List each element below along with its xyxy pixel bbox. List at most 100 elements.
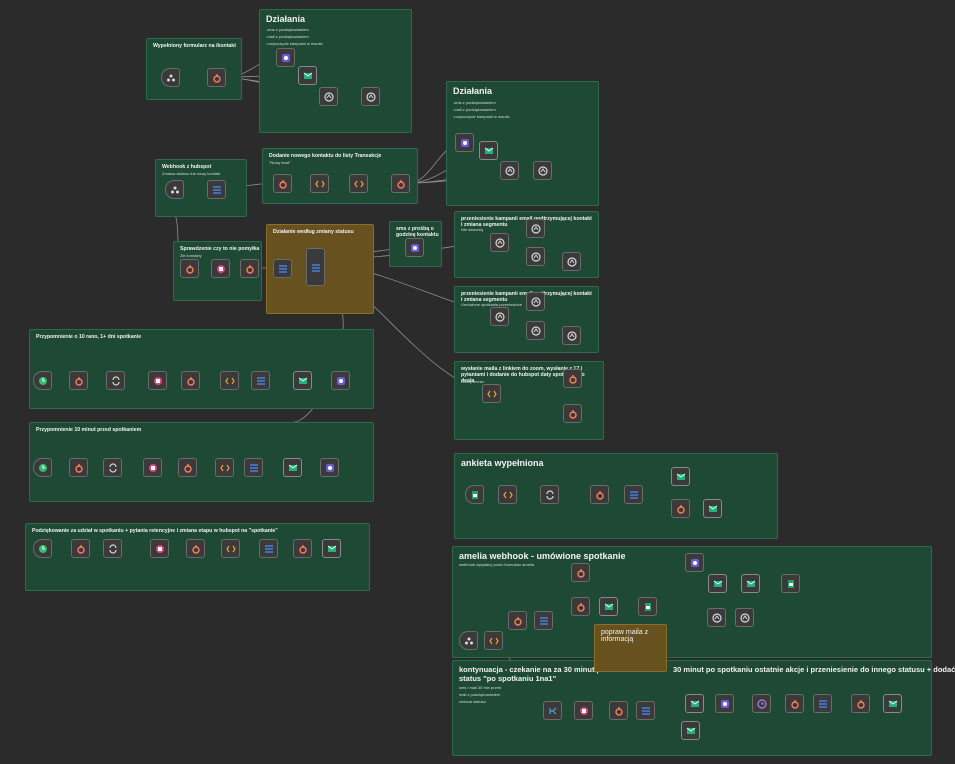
mautic-node[interactable] xyxy=(500,161,519,180)
mautic-node[interactable] xyxy=(562,326,581,345)
switch-node[interactable] xyxy=(259,539,278,558)
hubspot-node[interactable] xyxy=(571,563,590,582)
hubspot-node[interactable] xyxy=(571,597,590,616)
switch-node[interactable] xyxy=(813,694,832,713)
mail-node[interactable] xyxy=(322,539,341,558)
hubspot-icon xyxy=(186,265,194,274)
stop-node[interactable] xyxy=(574,701,593,720)
switch-node[interactable] xyxy=(251,371,270,390)
sticky-form-contact[interactable]: Wypełniony formularz na /kontakt xyxy=(146,38,242,100)
hubspot-node[interactable] xyxy=(671,499,690,518)
hubspot-node[interactable] xyxy=(273,174,292,193)
hubspot-node[interactable] xyxy=(207,68,226,87)
mautic-node[interactable] xyxy=(562,252,581,271)
mautic-node[interactable] xyxy=(526,219,545,238)
sms-node[interactable] xyxy=(276,48,295,67)
hubspot-node[interactable] xyxy=(563,369,582,388)
switch-node[interactable] xyxy=(624,485,643,504)
switch-node[interactable] xyxy=(636,701,655,720)
stop-node[interactable] xyxy=(148,371,167,390)
loop-node[interactable] xyxy=(540,485,559,504)
stop-node[interactable] xyxy=(150,539,169,558)
sms-node[interactable] xyxy=(405,238,424,257)
switch-node[interactable] xyxy=(207,180,226,199)
stop-node[interactable] xyxy=(143,458,162,477)
hubspot-node[interactable] xyxy=(851,694,870,713)
mail-node[interactable] xyxy=(293,371,312,390)
if-node[interactable] xyxy=(543,701,562,720)
amelia-trigger[interactable] xyxy=(459,631,478,650)
mautic-node[interactable] xyxy=(526,292,545,311)
loop-node[interactable] xyxy=(103,539,122,558)
hubspot-node[interactable] xyxy=(69,458,88,477)
mail-node[interactable] xyxy=(283,458,302,477)
mail-node[interactable] xyxy=(741,574,760,593)
mautic-node[interactable] xyxy=(526,321,545,340)
mautic-node[interactable] xyxy=(526,247,545,266)
mautic-node[interactable] xyxy=(735,608,754,627)
mail-node[interactable] xyxy=(681,721,700,740)
mail-node[interactable] xyxy=(599,597,618,616)
mail-node[interactable] xyxy=(479,141,498,160)
mautic-node[interactable] xyxy=(707,608,726,627)
mail-node[interactable] xyxy=(708,574,727,593)
hubspot-node[interactable] xyxy=(178,458,197,477)
code-node[interactable] xyxy=(310,174,329,193)
wait-node[interactable] xyxy=(752,694,771,713)
form-trigger[interactable] xyxy=(161,68,180,87)
mautic-node[interactable] xyxy=(361,87,380,106)
hubspot-node[interactable] xyxy=(391,174,410,193)
code-node[interactable] xyxy=(221,539,240,558)
loop-node[interactable] xyxy=(106,371,125,390)
hubspot-icon xyxy=(299,545,307,554)
hubspot-node[interactable] xyxy=(71,539,90,558)
sms-node[interactable] xyxy=(715,694,734,713)
mautic-node[interactable] xyxy=(490,233,509,252)
mautic-node[interactable] xyxy=(319,87,338,106)
hubspot-trigger[interactable] xyxy=(165,180,184,199)
hubspot-node[interactable] xyxy=(293,539,312,558)
schedule-node[interactable] xyxy=(33,539,52,558)
hubspot-node[interactable] xyxy=(240,259,259,278)
hubspot-node[interactable] xyxy=(563,404,582,423)
switch-node[interactable] xyxy=(244,458,263,477)
sheets-node[interactable] xyxy=(638,597,657,616)
mail-node[interactable] xyxy=(703,499,722,518)
hubspot-node[interactable] xyxy=(508,611,527,630)
sticky-fix-mail-note[interactable]: popraw maila z informacją xyxy=(594,624,667,672)
mail-node[interactable] xyxy=(671,467,690,486)
mail-node[interactable] xyxy=(298,66,317,85)
switch-node[interactable] xyxy=(534,611,553,630)
stop-node[interactable] xyxy=(211,259,230,278)
code-node[interactable] xyxy=(220,371,239,390)
sticky-reminder-10am[interactable]: Przypomnienie o 10 rano, 1+ dni spotkani… xyxy=(29,329,374,409)
sms-node[interactable] xyxy=(455,133,474,152)
mautic-node[interactable] xyxy=(490,307,509,326)
code-node[interactable] xyxy=(349,174,368,193)
schedule-node[interactable] xyxy=(33,458,52,477)
mail-node[interactable] xyxy=(685,694,704,713)
switch-node[interactable] xyxy=(273,259,292,278)
sms-node[interactable] xyxy=(331,371,350,390)
sms-node[interactable] xyxy=(320,458,339,477)
code-node[interactable] xyxy=(482,384,501,403)
code-node[interactable] xyxy=(215,458,234,477)
sheets-trigger[interactable] xyxy=(465,485,484,504)
code-node[interactable] xyxy=(498,485,517,504)
mautic-node[interactable] xyxy=(533,161,552,180)
switch-node-status[interactable] xyxy=(306,248,325,286)
schedule-node[interactable] xyxy=(33,371,52,390)
hubspot-node[interactable] xyxy=(69,371,88,390)
sms-node[interactable] xyxy=(685,553,704,572)
hubspot-node[interactable] xyxy=(785,694,804,713)
sticky-actions-1[interactable]: Działania -sms z podziękowaniem -mail z … xyxy=(259,9,412,133)
code-node[interactable] xyxy=(484,631,503,650)
hubspot-node[interactable] xyxy=(186,539,205,558)
hubspot-node[interactable] xyxy=(180,259,199,278)
hubspot-node[interactable] xyxy=(609,701,628,720)
hubspot-node[interactable] xyxy=(590,485,609,504)
mail-node[interactable] xyxy=(883,694,902,713)
loop-node[interactable] xyxy=(103,458,122,477)
sheets-node[interactable] xyxy=(781,574,800,593)
hubspot-node[interactable] xyxy=(181,371,200,390)
